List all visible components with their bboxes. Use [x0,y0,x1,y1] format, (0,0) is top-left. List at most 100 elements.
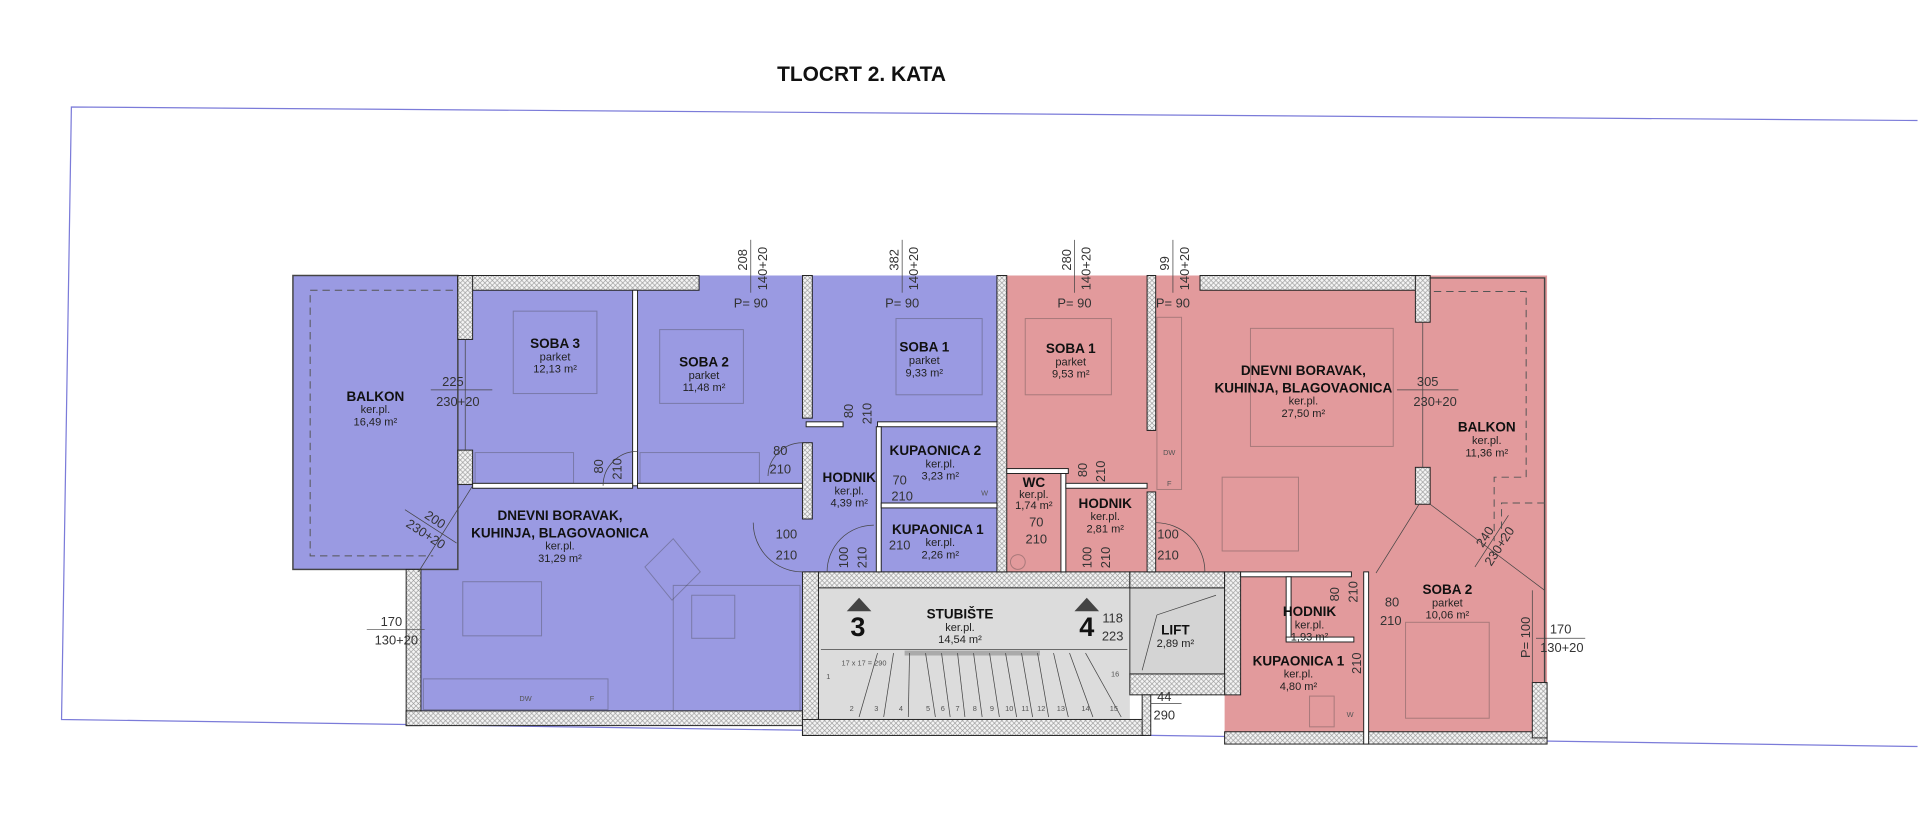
svg-text:210: 210 [1026,532,1048,547]
svg-text:210: 210 [859,403,874,425]
svg-text:HODNIK: HODNIK [823,470,877,485]
room-label-soba3-a3: SOBA 3 parket 12,13 m² [530,336,580,376]
room-label-soba2-a4: SOBA 2 parket 10,06 m² [1422,582,1472,622]
stair-step-number: 12 [1037,704,1045,713]
svg-text:ker.pl.: ker.pl. [926,537,956,549]
svg-text:210: 210 [776,548,798,563]
svg-text:SOBA 3: SOBA 3 [530,336,580,351]
svg-text:230+20: 230+20 [1413,394,1456,409]
balcony-dashed-right-2 [1501,502,1545,542]
apartment-3-entry-arrow-icon [846,597,872,612]
kitchen-counter-icon [1156,316,1183,490]
stair-step-number: 2 [850,704,854,713]
svg-text:210: 210 [610,458,625,480]
svg-text:HODNIK: HODNIK [1079,496,1133,511]
svg-text:210: 210 [1098,547,1113,569]
balcony-edge-right [1427,277,1546,738]
fridge-label: F [1167,479,1172,488]
svg-text:ker.pl.: ker.pl. [1090,511,1120,523]
svg-text:HODNIK: HODNIK [1283,604,1337,619]
svg-text:DNEVNI BORAVAK,: DNEVNI BORAVAK, [498,508,623,523]
svg-text:P= 90: P= 90 [734,295,768,310]
svg-text:80: 80 [1385,594,1399,609]
window-dim-2: 382 140+20 P= 90 [885,239,921,310]
toilet-icon [1009,554,1026,570]
svg-text:ker.pl.: ker.pl. [834,485,864,497]
svg-text:ker.pl.: ker.pl. [926,458,956,470]
washer-label-2: W [1347,710,1354,719]
svg-text:100: 100 [836,547,851,569]
svg-text:210: 210 [770,461,792,476]
svg-text:12,13 m²: 12,13 m² [533,364,577,376]
svg-text:DNEVNI BORAVAK,: DNEVNI BORAVAK, [1241,363,1366,378]
room-label-balkon-a3: BALKON ker.pl. 16,49 m² [346,389,404,429]
svg-text:99: 99 [1157,256,1172,270]
stair-tread [1069,652,1094,718]
svg-text:ker.pl.: ker.pl. [361,404,391,416]
window-dim-3: 280 140+20 P= 90 [1057,239,1093,310]
stair-step-number: 5 [926,704,930,713]
stair-tread [1021,652,1033,718]
svg-text:parket: parket [689,370,720,382]
stair-tread [973,653,983,718]
svg-text:SOBA 1: SOBA 1 [1046,341,1096,356]
stair-name: STUBIŠTE [927,607,994,622]
svg-text:11,36 m²: 11,36 m² [1465,447,1508,459]
drawing-title: TLOCRT 2. KATA [777,63,946,86]
stair-tread [883,652,894,718]
svg-text:P= 100: P= 100 [1518,617,1533,658]
dishwasher-label-2: DW [519,694,531,703]
svg-text:BALKON: BALKON [1458,420,1516,435]
apartment-4-area [1003,275,1548,745]
svg-text:140+20: 140+20 [1078,247,1093,290]
svg-text:16,49 m²: 16,49 m² [354,417,398,429]
svg-text:31,29 m²: 31,29 m² [538,553,582,565]
balcony-door-dim-3: 305 230+20 [1396,374,1459,409]
svg-text:SOBA 2: SOBA 2 [679,355,729,370]
balcony-dashed-left [309,289,453,557]
bed-icon [1405,621,1490,719]
svg-text:parket: parket [1055,356,1086,368]
svg-text:100: 100 [776,527,798,542]
room-label-kupaonica1-a3: KUPAONICA 1 ker.pl. 2,26 m² [892,522,984,562]
svg-text:305: 305 [1417,374,1439,389]
dining-table-icon [462,581,543,637]
room-label-soba1-a3: SOBA 1 parket 9,33 m² [899,340,949,380]
svg-text:ker.pl.: ker.pl. [1019,489,1049,501]
exterior-walls [405,274,1548,745]
side-window-dim-right: 170 130+20 P= 100 [1518,617,1586,658]
room-label-soba2-a3: SOBA 2 parket 11,48 m² [679,355,729,395]
wardrobe-icon [639,452,760,484]
lift-name: LIFT [1161,623,1190,638]
svg-text:4,80 m²: 4,80 m² [1280,681,1318,693]
stair-step-number: 16 [1111,669,1119,678]
bed-icon [895,318,983,396]
svg-text:parket: parket [540,351,571,363]
stair-step-number: 1 [826,672,830,681]
svg-text:210: 210 [1157,548,1179,563]
stair-tread [858,652,878,718]
svg-text:140+20: 140+20 [755,247,770,290]
svg-text:4,39 m²: 4,39 m² [830,498,868,510]
svg-text:SOBA 1: SOBA 1 [899,340,949,355]
svg-text:1,93 m²: 1,93 m² [1291,632,1329,644]
stair-tread [989,652,1000,718]
stair-tread [1037,652,1049,718]
svg-text:ker.pl.: ker.pl. [1472,435,1502,447]
svg-text:3,23 m²: 3,23 m² [922,471,960,483]
stair-tread [1005,652,1017,718]
svg-text:9,53 m²: 9,53 m² [1052,369,1090,381]
stair-step-number: 8 [973,704,977,713]
svg-text:KUPAONICA 1: KUPAONICA 1 [1253,653,1345,668]
toilet-icon [1309,695,1335,728]
room-label-balkon-a4: BALKON ker.pl. 11,36 m² [1458,420,1516,460]
svg-text:210: 210 [1349,652,1364,674]
interior-walls [418,289,1545,745]
svg-text:BALKON: BALKON [346,389,404,404]
bed-icon [1024,318,1112,396]
svg-text:2,81 m²: 2,81 m² [1086,524,1124,536]
apartment-4-entry-arrow-icon [1074,597,1100,612]
room-label-kupaonica2-a3: KUPAONICA 2 ker.pl. 3,23 m² [890,443,982,483]
svg-text:2,26 m²: 2,26 m² [922,549,960,561]
svg-text:KUHINJA, BLAGOVAONICA: KUHINJA, BLAGOVAONICA [1214,380,1392,395]
